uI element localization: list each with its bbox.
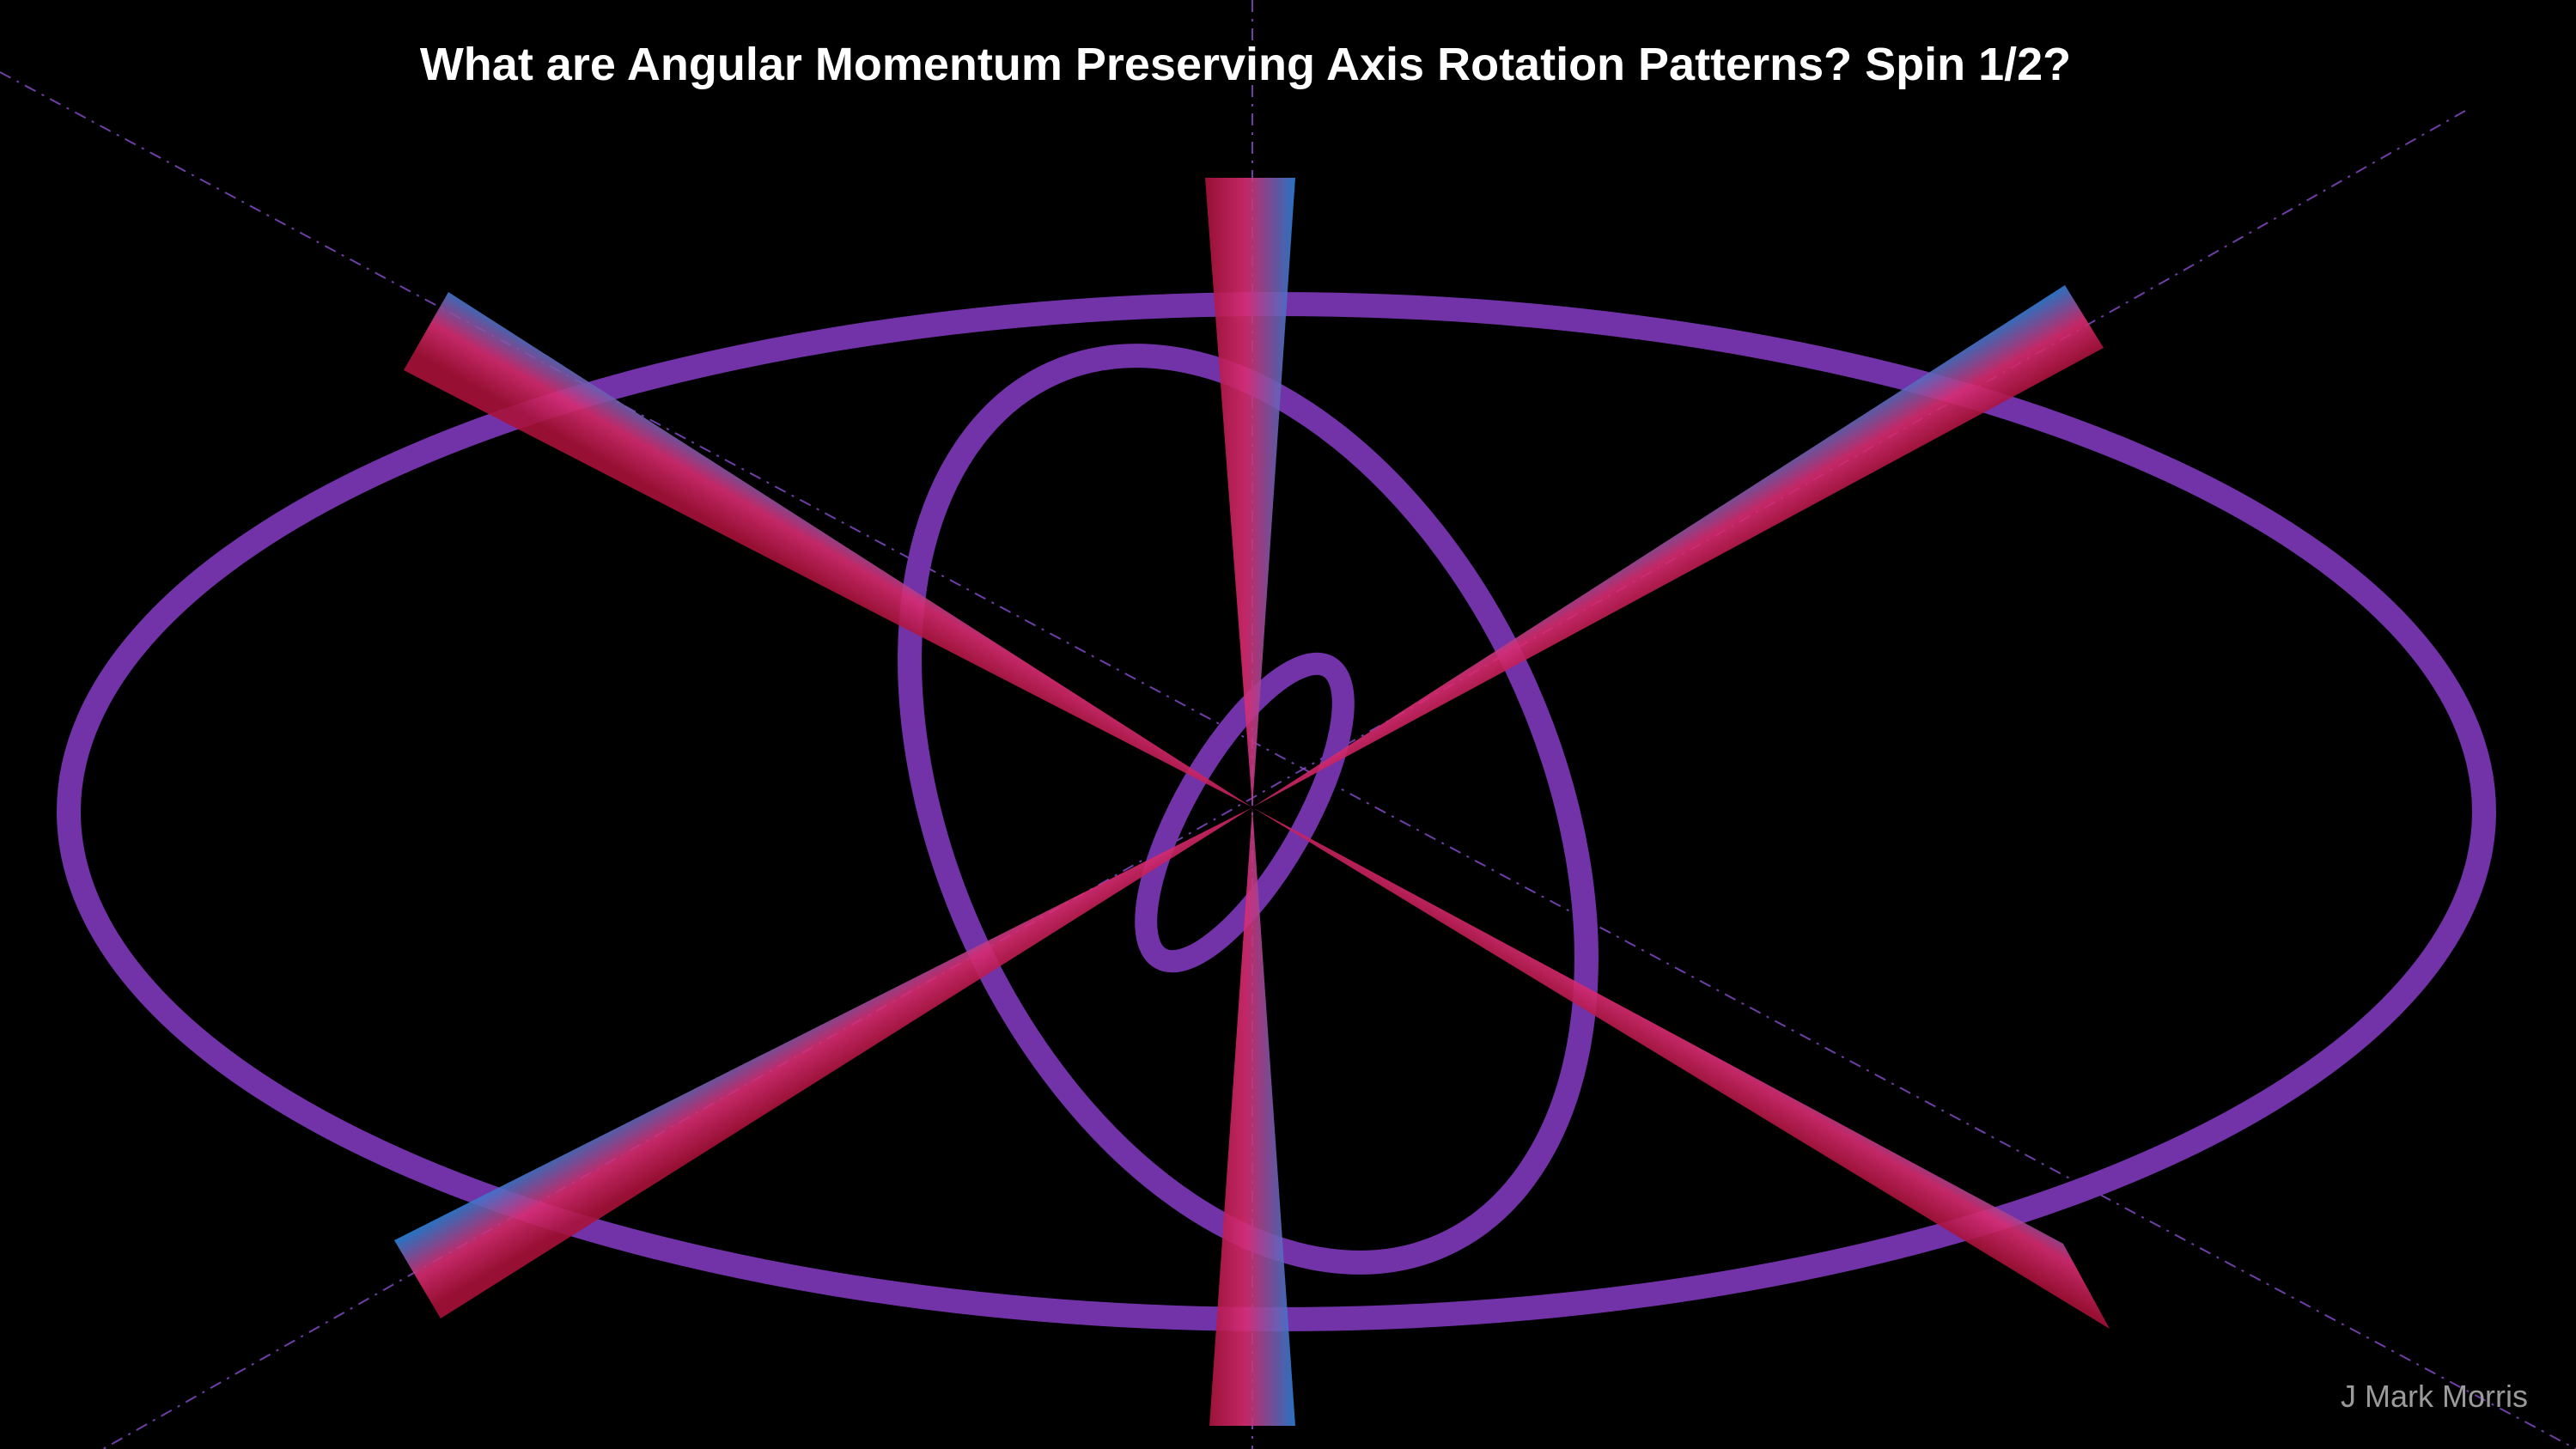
page-title: What are Angular Momentum Preserving Axi… (419, 39, 2072, 90)
vertical-axis-beam (1205, 178, 1295, 1426)
middle-tilted-ellipse (898, 344, 1599, 1275)
diagonal-guide-line-a (0, 71, 2576, 1449)
lower-left-to-upper-right-axis-beam (394, 285, 2104, 1318)
inner-tilted-ellipse (1135, 652, 1355, 973)
upper-left-to-lower-right-axis-beam (404, 292, 2110, 1329)
author-credit: J Mark Morris (2341, 1379, 2528, 1414)
